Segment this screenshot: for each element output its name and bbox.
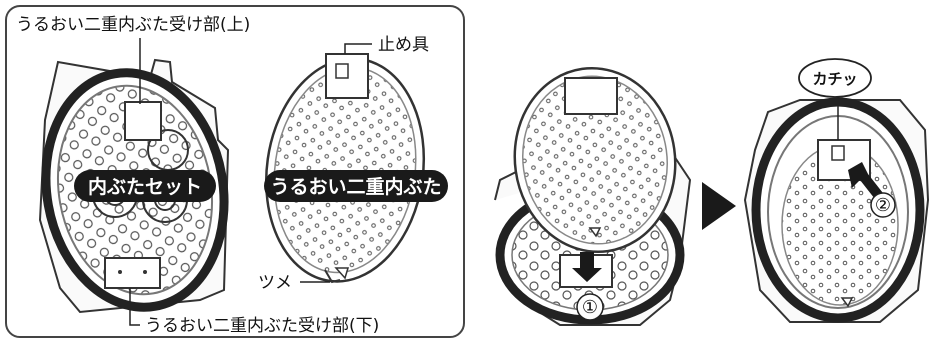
label-claw: ツメ bbox=[258, 273, 292, 293]
svg-text:内ぶたセット: 内ぶたセット bbox=[88, 175, 202, 198]
svg-text:カチッ: カチッ bbox=[812, 70, 857, 88]
receiver-bottom-bracket bbox=[104, 257, 161, 289]
pill-lid-set: 内ぶたセット bbox=[74, 170, 216, 202]
svg-text:うるおい二重内ぶた: うるおい二重内ぶた bbox=[270, 175, 441, 198]
step1-illustration bbox=[494, 66, 692, 326]
step1-marker bbox=[576, 293, 604, 321]
claw-part bbox=[324, 269, 341, 284]
label-receiver-top: うるおい二重内ぶた受け部(上) bbox=[16, 15, 250, 35]
click-bubble: カチッ bbox=[798, 58, 872, 140]
label-stopper: 止め具 bbox=[378, 35, 429, 55]
step2-illustration bbox=[743, 97, 930, 323]
pill-inner-lid: うるおい二重内ぶた bbox=[264, 170, 448, 202]
step1-label: ① bbox=[582, 297, 598, 318]
step2-label: ② bbox=[875, 195, 891, 216]
next-arrow bbox=[702, 182, 736, 230]
label-receiver-bottom: うるおい二重内ぶた受け部(下) bbox=[145, 316, 379, 336]
down-arrow bbox=[572, 252, 602, 282]
step2-marker bbox=[870, 192, 896, 218]
receiver-top-bracket bbox=[124, 101, 162, 141]
